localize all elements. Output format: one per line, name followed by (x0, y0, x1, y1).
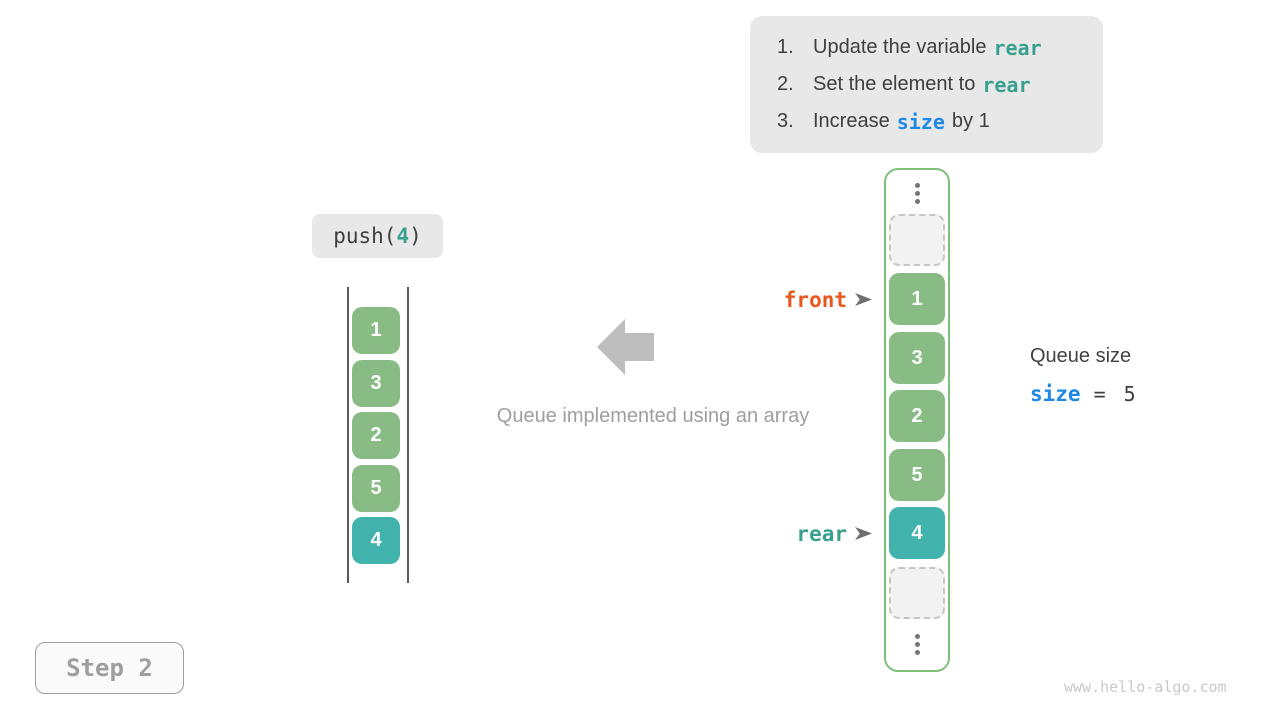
caption-text: Queue implemented using an array (496, 405, 810, 427)
queue-size-value-line: size = 5 (1030, 382, 1136, 406)
instruction-list: 1. Update the variable rear 2. Set the e… (750, 16, 1103, 153)
push-argument: 4 (396, 224, 410, 248)
instruction-text: Set the element to (813, 73, 976, 95)
code-token-size: size (896, 109, 945, 134)
instruction-number: 3. (777, 110, 794, 132)
instruction-text-after: by 1 (951, 110, 990, 132)
instruction-text: Update the variable (813, 36, 987, 58)
array-cell-rear: 4 (889, 507, 945, 559)
empty-cell-top (889, 214, 945, 266)
instruction-number: 2. (777, 73, 794, 95)
left-arrow-icon (597, 319, 654, 375)
array-cell: 3 (889, 332, 945, 384)
queue-stack: 1 3 2 5 4 (352, 307, 400, 564)
equals-sign: = (1093, 382, 1106, 406)
pointer-arrow-icon (855, 293, 872, 306)
push-prefix: push( (333, 224, 397, 248)
array-cell-front: 1 (889, 273, 945, 325)
push-suffix: ) (409, 224, 422, 248)
code-token-rear: rear (982, 72, 1031, 97)
ellipsis-top-icon (886, 183, 948, 204)
left-arrow-head (597, 319, 625, 375)
code-token-rear: rear (993, 35, 1042, 60)
instruction-item-1: 1. Update the variable rear (777, 29, 1103, 66)
array-container: 1 3 2 5 4 (884, 168, 950, 672)
watermark: www.hello-algo.com (1064, 678, 1227, 696)
array-cell: 5 (889, 449, 945, 501)
ellipsis-bottom-icon (886, 634, 948, 655)
queue-size-title: Queue size (1030, 345, 1132, 367)
queue-size-panel: Queue size size = 5 (1030, 345, 1136, 406)
instruction-text: Increase (813, 110, 890, 132)
size-variable: size (1030, 382, 1081, 406)
left-arrow-tail (625, 333, 654, 361)
stack-right-wall (407, 287, 409, 583)
rear-pointer-label: rear (796, 521, 847, 546)
step-badge: Step 2 (35, 642, 184, 694)
stack-cell: 3 (352, 359, 400, 407)
push-call-label: push( 4 ) (312, 214, 443, 258)
stack-cell: 2 (352, 412, 400, 459)
empty-cell-bottom (889, 567, 945, 619)
instruction-item-2: 2. Set the element to rear (777, 66, 1103, 103)
rear-pointer: rear (730, 520, 872, 547)
instruction-item-3: 3. Increase size by 1 (777, 103, 1103, 140)
stack-cell-pushed: 4 (352, 517, 400, 564)
front-pointer: front (730, 286, 872, 313)
array-cell: 2 (889, 390, 945, 442)
stack-cell: 1 (352, 307, 400, 354)
front-pointer-label: front (783, 287, 847, 312)
size-value: 5 (1123, 382, 1136, 406)
stack-cell: 5 (352, 464, 400, 512)
stack-left-wall (347, 287, 349, 583)
pointer-arrow-icon (855, 527, 872, 540)
instruction-number: 1. (777, 36, 794, 58)
